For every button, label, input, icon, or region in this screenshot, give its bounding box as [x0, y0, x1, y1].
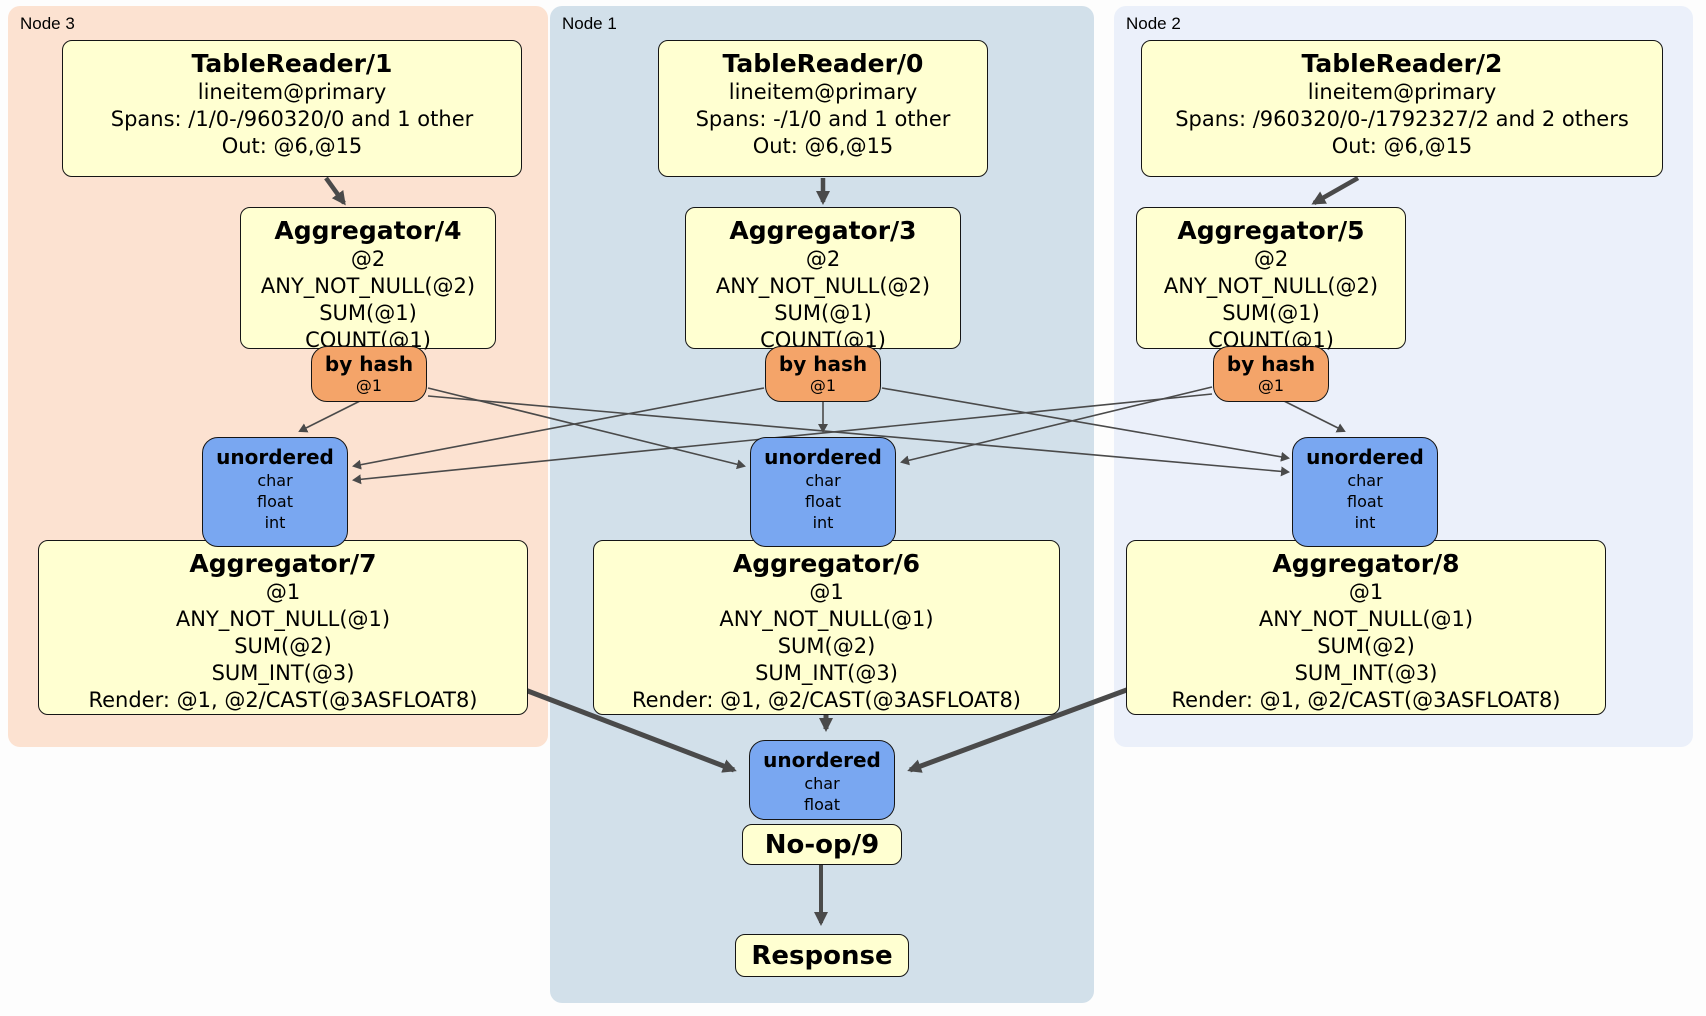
aggregation-fn: SUM(@1)	[1222, 301, 1320, 325]
aggregation-fn: SUM_INT(@3)	[211, 661, 355, 685]
aggregation-fn: ANY_NOT_NULL(@1)	[1258, 607, 1474, 631]
edge-router1-sync2	[881, 387, 1290, 462]
aggregation-group: @2	[805, 247, 841, 271]
sync-stream: char	[257, 471, 293, 490]
hash-router-node1: by hash @1	[765, 346, 881, 402]
processor-index: lineitem@primary	[728, 80, 918, 104]
processor-title: Aggregator/7	[189, 549, 377, 578]
sync-title: unordered	[763, 748, 881, 772]
router-key: @1	[809, 376, 837, 395]
sync-title: unordered	[216, 445, 334, 469]
processor-spans: Spans: /960320/0-/1792327/2 and 2 others	[1175, 107, 1629, 131]
processor-tablereader-2: TableReader/2 lineitem@primary Spans: /9…	[1141, 40, 1663, 177]
aggregation-fn: SUM_INT(@3)	[755, 661, 898, 685]
sync-title: unordered	[764, 445, 882, 469]
edge-router1-sync3	[352, 387, 765, 470]
processor-tablereader-1: TableReader/1 lineitem@primary Spans: /1…	[62, 40, 522, 177]
processor-title: No-op/9	[764, 829, 880, 860]
node-1-label: Node 1	[562, 14, 617, 33]
aggregation-fn: ANY_NOT_NULL(@1)	[175, 607, 391, 631]
aggregation-fn: ANY_NOT_NULL(@1)	[719, 607, 934, 631]
sync-unordered-node3: unordered char float int	[202, 437, 348, 547]
edge-router2-sync2	[1281, 399, 1346, 433]
aggregation-group: @1	[809, 580, 844, 604]
edge-router2-sync1	[900, 386, 1213, 466]
node-2-label: Node 2	[1126, 14, 1181, 33]
aggregation-group: @1	[1348, 580, 1384, 604]
aggregation-group: @2	[1253, 247, 1289, 271]
aggregation-fn: ANY_NOT_NULL(@2)	[260, 274, 476, 298]
processor-noop-9: No-op/9	[742, 824, 902, 865]
aggregation-group: @2	[350, 247, 386, 271]
sync-stream: char	[804, 774, 840, 793]
processor-aggregator-7: Aggregator/7 @1 ANY_NOT_NULL(@1) SUM(@2)…	[38, 540, 528, 715]
processor-out: Out: @6,@15	[221, 134, 363, 158]
sync-stream: int	[264, 513, 286, 532]
edge-agg7-finalsync	[519, 685, 737, 773]
router-key: @1	[355, 376, 383, 395]
sync-unordered-node2: unordered char float int	[1292, 437, 1438, 547]
processor-title: Aggregator/6	[732, 549, 921, 578]
sync-stream: float	[805, 492, 841, 511]
aggregation-fn: SUM_INT(@3)	[1294, 661, 1438, 685]
sync-stream: float	[1347, 492, 1383, 511]
processor-title: TableReader/0	[722, 49, 924, 78]
router-title: by hash	[778, 352, 868, 376]
sync-stream: int	[812, 513, 834, 532]
render-expression: Render: @1, @2/CAST(@3ASFLOAT8)	[631, 688, 1022, 712]
processor-aggregator-8: Aggregator/8 @1 ANY_NOT_NULL(@1) SUM(@2)…	[1126, 540, 1606, 715]
edge-tr2-agg5	[1311, 176, 1360, 205]
processor-aggregator-6: Aggregator/6 @1 ANY_NOT_NULL(@1) SUM(@2)…	[593, 540, 1060, 715]
sync-stream: char	[1347, 471, 1383, 490]
response-label: Response	[751, 940, 893, 971]
sync-stream: float	[804, 795, 840, 814]
edge-agg8-finalsync	[907, 685, 1133, 773]
processor-aggregator-5: Aggregator/5 @2 ANY_NOT_NULL(@2) SUM(@1)…	[1136, 207, 1406, 352]
aggregation-fn: SUM(@1)	[774, 301, 872, 325]
processor-title: TableReader/2	[1301, 49, 1503, 78]
sync-stream: char	[805, 471, 841, 490]
sync-title: unordered	[1306, 445, 1424, 469]
edge-router3-sync2	[427, 395, 1290, 477]
processor-aggregator-3: Aggregator/3 @2 ANY_NOT_NULL(@2) SUM(@1)…	[685, 207, 961, 352]
render-expression: Render: @1, @2/CAST(@3ASFLOAT8)	[88, 688, 478, 712]
router-key: @1	[1257, 376, 1285, 395]
hash-router-node2: by hash @1	[1213, 346, 1329, 402]
response-box: Response	[735, 934, 909, 977]
processor-tablereader-0: TableReader/0 lineitem@primary Spans: -/…	[658, 40, 988, 177]
sync-stream: int	[1354, 513, 1376, 532]
aggregation-fn: SUM(@1)	[319, 301, 417, 325]
edge-router3-sync3	[298, 399, 363, 433]
router-title: by hash	[324, 352, 414, 376]
edge-tr1-agg4	[324, 176, 346, 206]
processor-title: TableReader/1	[191, 49, 393, 78]
processor-aggregator-4: Aggregator/4 @2 ANY_NOT_NULL(@2) SUM(@1)…	[240, 207, 496, 352]
aggregation-fn: SUM(@2)	[1317, 634, 1415, 658]
processor-index: lineitem@primary	[1307, 80, 1497, 104]
processor-out: Out: @6,@15	[1331, 134, 1473, 158]
aggregation-fn: ANY_NOT_NULL(@2)	[715, 274, 931, 298]
processor-spans: Spans: /1/0-/960320/0 and 1 other	[110, 107, 474, 131]
node-3-label: Node 3	[20, 14, 75, 33]
processor-title: Aggregator/4	[274, 216, 462, 245]
render-expression: Render: @1, @2/CAST(@3ASFLOAT8)	[1171, 688, 1561, 712]
processor-spans: Spans: -/1/0 and 1 other	[695, 107, 951, 131]
sync-unordered-node1: unordered char float int	[750, 437, 896, 547]
processor-title: Aggregator/8	[1272, 549, 1460, 578]
aggregation-fn: SUM(@2)	[234, 634, 332, 658]
aggregation-group: @1	[265, 580, 301, 604]
sync-stream: float	[257, 492, 293, 511]
aggregation-fn: SUM(@2)	[777, 634, 876, 658]
aggregation-fn: ANY_NOT_NULL(@2)	[1163, 274, 1379, 298]
processor-index: lineitem@primary	[197, 80, 387, 104]
processor-title: Aggregator/5	[1177, 216, 1365, 245]
hash-router-node3: by hash @1	[311, 346, 427, 402]
processor-title: Aggregator/3	[729, 216, 917, 245]
sync-unordered-final: unordered char float	[749, 740, 895, 820]
processor-out: Out: @6,@15	[752, 134, 894, 158]
router-title: by hash	[1226, 352, 1316, 376]
